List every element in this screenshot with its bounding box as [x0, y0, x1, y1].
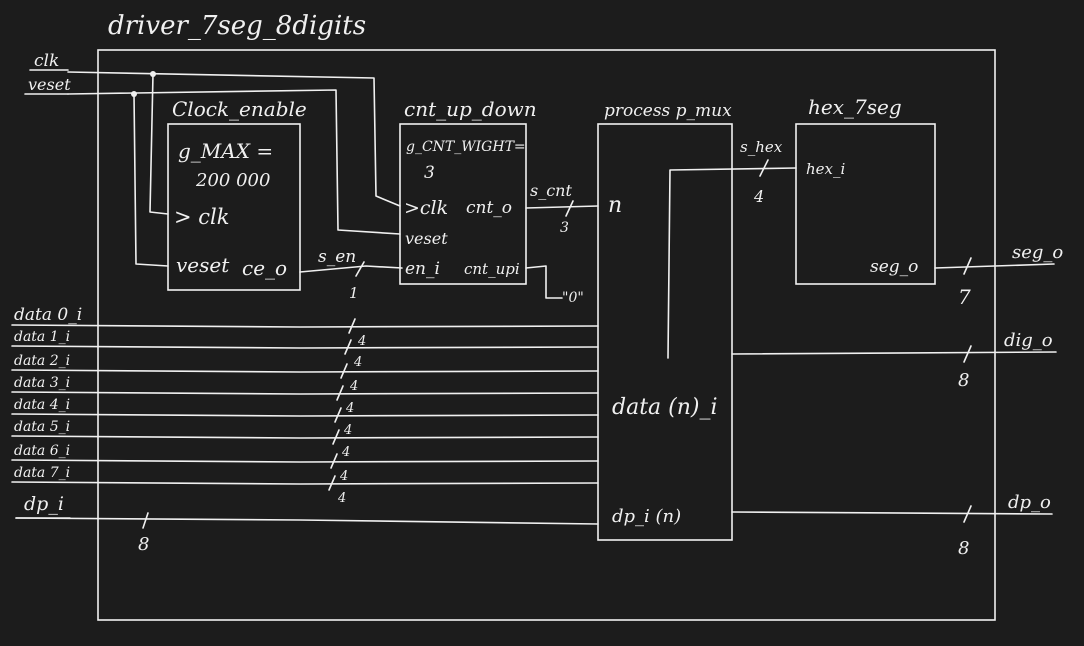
data-input-wire [11, 413, 599, 417]
s-hex-width: 4 [753, 187, 764, 206]
data-input-wire [11, 391, 599, 395]
data-width-tick [340, 363, 348, 379]
data-input-wire [11, 459, 599, 463]
data-input-label: data 5_i [14, 419, 70, 435]
cnt-up-constant: "0" [562, 290, 584, 306]
seg-width: 7 [958, 285, 971, 309]
clock-enable-output-port: ce_o [242, 256, 287, 280]
entity-boundary [97, 49, 996, 621]
data-width-label: 4 [349, 379, 358, 394]
s-cnt-width: 3 [560, 220, 569, 236]
counter-title: cnt_up_down [404, 97, 537, 121]
s-hex-wire [667, 167, 797, 359]
data-width-tick [330, 453, 338, 469]
counter-generic: g_CNT_WIGHT= [406, 139, 526, 155]
mux-dp-port: dp_i (n) [612, 506, 681, 527]
dp-out-width-tick [963, 505, 972, 523]
counter-clk-port: >clk [404, 197, 448, 219]
data-width-label: 4 [341, 445, 350, 460]
dp-out-width: 8 [958, 538, 969, 559]
mux-n-port: n [608, 193, 622, 218]
data-input-label: data 1_i [14, 329, 70, 345]
seg-output-label: seg_o [1012, 242, 1063, 263]
s-en-width-tick [355, 261, 365, 277]
s-cnt-wire [525, 205, 599, 209]
hex-title: hex_7seg [808, 95, 902, 119]
s-hex-label: s_hex [740, 138, 783, 156]
data-width-tick [334, 407, 342, 423]
hex-block [795, 123, 936, 285]
data-width-label: 4 [345, 401, 354, 416]
reset-wire [67, 89, 401, 235]
data-width-label: 4 [357, 334, 366, 349]
data-input-wire [11, 435, 599, 439]
clock-enable-reset-port: veset [176, 253, 230, 277]
data-input-label: data 4_i [14, 397, 70, 413]
dig-output-label: dig_o [1004, 330, 1053, 351]
data-input-label: data 3_i [14, 375, 70, 391]
clk-input-label: clk [34, 51, 59, 71]
s-en-wire [299, 265, 403, 273]
dp-in-width: 8 [138, 534, 149, 555]
dp-input-wire [15, 517, 599, 525]
data-input-wire [11, 324, 599, 328]
counter-block [399, 123, 527, 285]
dp-input-label: dp_i [24, 493, 64, 515]
data-width-tick [332, 429, 340, 445]
clock-enable-generic-value: 200 000 [195, 170, 270, 191]
s-en-width: 1 [349, 284, 359, 302]
data-width-label: 4 [337, 491, 346, 506]
counter-up-port: cnt_upi [464, 260, 520, 278]
data-width-label: 4 [343, 423, 352, 438]
data-inputs: data 0_i 4 data 1_i 4 data 2_i 4 data 3_i 4 data… [11, 305, 599, 506]
s-cnt-label: s_cnt [530, 181, 572, 200]
reset-input-label: veset [28, 75, 71, 94]
s-cnt-width-tick [565, 200, 574, 217]
counter-reset-port: veset [405, 229, 448, 248]
hex-input-port: hex_i [806, 160, 845, 178]
dp-in-width-tick [142, 512, 149, 529]
counter-en-port: en_i [405, 259, 440, 279]
seg-width-tick [963, 257, 972, 275]
data-input-wire [11, 369, 599, 373]
reset-to-clock-enable-wire [133, 93, 169, 267]
cnt-up-tie-wire [525, 265, 563, 299]
diagram-title: driver_7seg_8digits [108, 11, 366, 41]
data-input-wire [11, 481, 599, 485]
data-input-label: data 6_i [14, 443, 70, 459]
clk-wire [67, 71, 401, 207]
data-input-label: data 2_i [14, 353, 70, 369]
hex-output-port: seg_o [870, 257, 918, 277]
mux-data-port: data (n)_i [612, 395, 718, 420]
data-input-wire [11, 345, 599, 349]
clock-enable-title: Clock_enable [172, 97, 307, 121]
data-width-tick [344, 339, 352, 355]
clock-enable-clk-port: > clk [174, 205, 229, 229]
mux-title: process p_mux [604, 101, 732, 121]
data-width-tick [336, 385, 344, 401]
data-width-label: 4 [353, 355, 362, 370]
data-width-tick [348, 318, 356, 334]
data-width-tick [328, 475, 336, 491]
data-input-label: data 7_i [14, 465, 70, 481]
seg-output-wire [934, 263, 1055, 269]
counter-generic-value: 3 [424, 163, 435, 183]
clock-enable-generic: g_MAX = [178, 139, 273, 163]
data-input-label: data 0_i [14, 305, 82, 325]
dp-output-wire [731, 511, 1053, 515]
dig-width: 8 [958, 370, 969, 391]
counter-output-port: cnt_o [466, 198, 512, 218]
dig-width-tick [963, 345, 972, 363]
s-en-label: s_en [318, 247, 356, 267]
clk-to-clock-enable-wire [149, 73, 169, 215]
data-width-label: 4 [339, 469, 348, 484]
dig-output-wire [731, 351, 1057, 355]
clock-enable-block [167, 123, 301, 291]
dp-output-label: dp_o [1008, 492, 1051, 513]
mux-block [597, 123, 733, 541]
s-hex-width-tick [759, 159, 769, 177]
